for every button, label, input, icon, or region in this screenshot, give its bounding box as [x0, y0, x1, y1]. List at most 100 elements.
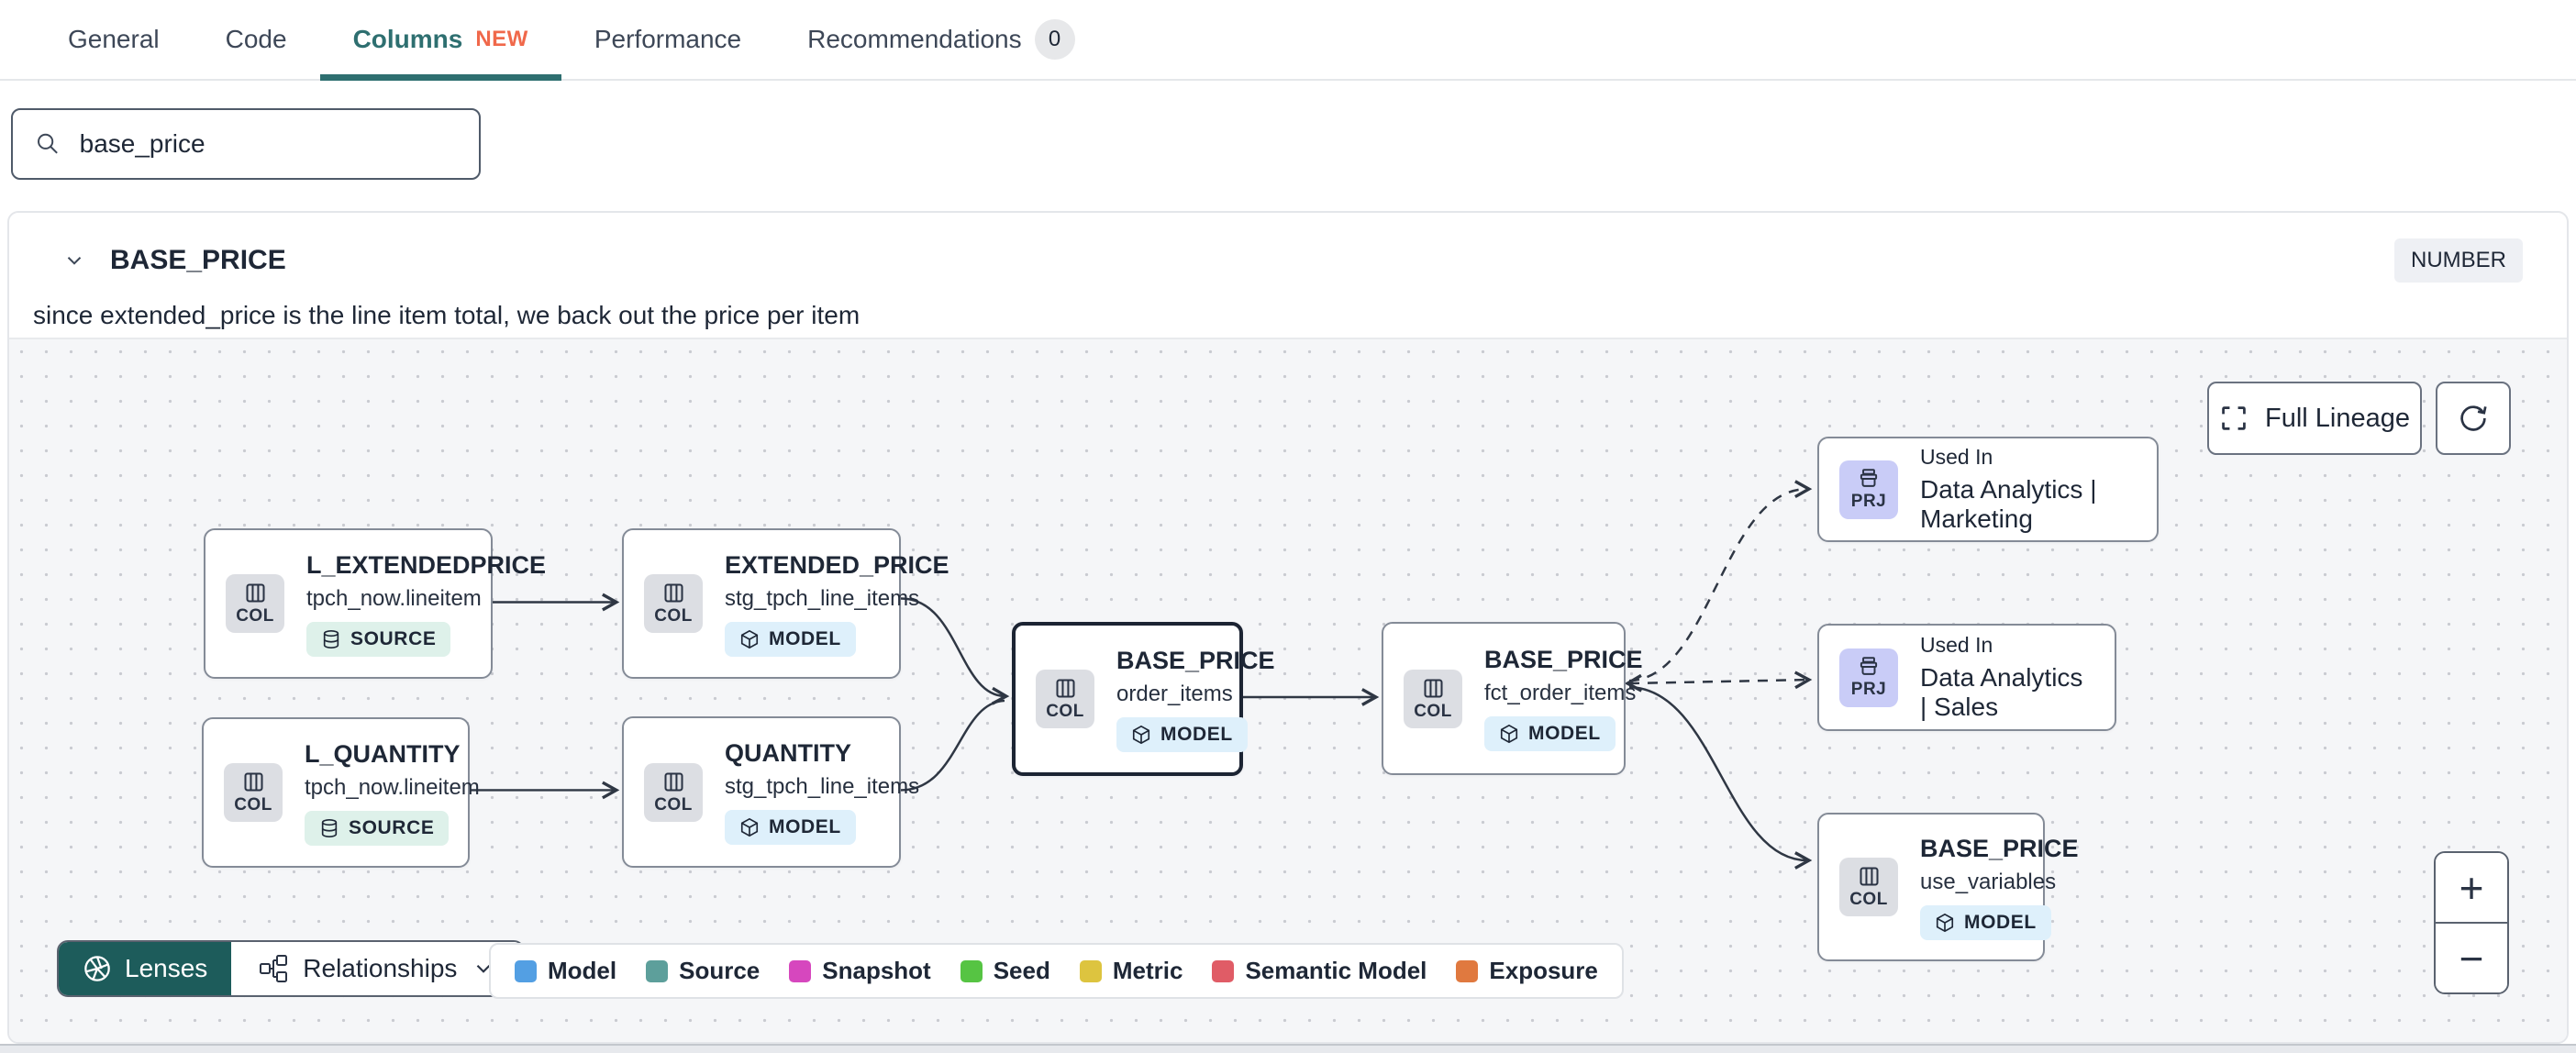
legend-swatch	[1212, 959, 1235, 982]
lenses-button[interactable]: Lenses	[59, 942, 232, 995]
legend-item-semantic-model: Semantic Model	[1212, 957, 1427, 985]
column-tile: COL	[644, 574, 703, 633]
lineage-toolbar: Lenses Relationships	[57, 940, 526, 997]
legend-item-seed: Seed	[960, 957, 1050, 985]
database-icon	[323, 629, 339, 648]
cube-icon	[1500, 724, 1518, 744]
resource-badge-source: SOURCE	[306, 621, 451, 657]
tab-general[interactable]: General	[68, 25, 160, 53]
edge	[1624, 671, 1813, 693]
tab-performance[interactable]: Performance	[594, 25, 742, 53]
node-base-price-fct-order-items[interactable]: COL BASE_PRICE fct_order_items MODEL	[1382, 622, 1643, 775]
column-tile: COL	[1839, 858, 1898, 916]
node-subtitle: tpch_now.lineitem	[305, 774, 480, 800]
node-used-in-sales[interactable]: PRJ Used In Data Analytics | Sales	[1817, 624, 2116, 731]
edge	[900, 699, 1005, 792]
node-title: EXTENDED_PRICE	[725, 550, 949, 579]
search-box[interactable]	[11, 108, 481, 180]
lineage-legend: Model Source Snapshot Seed Metric Semant…	[489, 943, 1624, 999]
legend-item-exposure: Exposure	[1456, 957, 1598, 985]
legend-swatch	[960, 959, 983, 982]
legend-item-metric: Metric	[1079, 957, 1183, 985]
columns-icon	[663, 583, 683, 603]
new-badge: NEW	[475, 27, 528, 51]
used-in-label: Used In	[1920, 445, 1993, 469]
chevron-down-icon[interactable]	[62, 249, 86, 272]
legend-swatch	[1456, 959, 1479, 982]
recommendations-count-badge: 0	[1034, 19, 1075, 60]
column-tile: COL	[644, 762, 703, 822]
node-title: BASE_PRICE	[1116, 646, 1275, 674]
cube-icon	[740, 629, 759, 648]
lineage-canvas[interactable]: Full Lineage COL L_EXTENDEDPRICE tpch_no…	[9, 338, 2567, 1042]
zoom-out-button[interactable]: −	[2436, 922, 2507, 992]
relationships-dropdown[interactable]: Relationships	[231, 942, 524, 995]
legend-item-snapshot: Snapshot	[789, 957, 931, 985]
column-panel: BASE_PRICE NUMBER since extended_price i…	[7, 211, 2569, 1044]
node-used-in-marketing[interactable]: PRJ Used In Data Analytics | Marketing	[1817, 437, 2159, 542]
cube-icon	[1132, 725, 1150, 744]
legend-swatch	[1079, 959, 1102, 982]
edge	[1628, 480, 1813, 682]
chevron-down-icon	[477, 964, 491, 973]
node-title: QUANTITY	[725, 739, 851, 767]
column-tile: COL	[1404, 669, 1462, 728]
columns-icon	[245, 583, 265, 603]
edge	[900, 597, 1010, 705]
resource-badge-model: MODEL	[725, 810, 856, 845]
node-base-price-use-variables[interactable]: COL BASE_PRICE use_variables MODEL	[1817, 813, 2079, 961]
node-subtitle: stg_tpch_line_items	[725, 585, 920, 611]
cube-icon	[740, 817, 759, 837]
node-title: BASE_PRICE	[1920, 834, 2079, 862]
cube-icon	[1936, 913, 1954, 932]
columns-icon	[1859, 867, 1879, 886]
columns-icon	[243, 772, 263, 792]
column-header: BASE_PRICE NUMBER	[9, 213, 2567, 283]
node-title: Data Analytics | Sales	[1920, 663, 2083, 721]
database-icon	[321, 818, 338, 837]
tab-recommendations[interactable]: Recommendations 0	[774, 0, 1107, 79]
column-description: since extended_price is the line item to…	[33, 301, 861, 329]
project-icon	[1860, 657, 1878, 675]
tab-code[interactable]: Code	[225, 25, 287, 53]
column-tile: COL	[226, 574, 284, 633]
project-tile: PRJ	[1839, 460, 1898, 519]
node-l-extendedprice[interactable]: COL L_EXTENDEDPRICE tpch_now.lineitem SO…	[204, 528, 546, 679]
full-lineage-button[interactable]: Full Lineage	[2207, 382, 2422, 455]
node-title: BASE_PRICE	[1484, 646, 1643, 673]
edge	[1628, 685, 1813, 870]
legend-swatch	[789, 959, 812, 982]
column-tile: COL	[1036, 670, 1094, 728]
legend-item-model: Model	[515, 957, 616, 985]
refresh-icon	[2460, 405, 2487, 431]
search-row	[0, 81, 2576, 180]
legend-swatch	[515, 959, 537, 982]
aperture-icon	[84, 956, 110, 981]
zoom-controls: + −	[2434, 851, 2509, 994]
resource-badge-model: MODEL	[1920, 904, 2051, 940]
expand-icon	[2222, 406, 2246, 430]
legend-item-source: Source	[646, 957, 760, 985]
used-in-label: Used In	[1920, 633, 1993, 657]
node-title: L_EXTENDEDPRICE	[306, 550, 547, 579]
columns-icon	[1055, 679, 1075, 698]
node-subtitle: tpch_now.lineitem	[306, 585, 482, 611]
tab-columns[interactable]: Columns NEW	[319, 0, 562, 81]
node-quantity[interactable]: COL QUANTITY stg_tpch_line_items MODEL	[622, 716, 919, 868]
node-subtitle: order_items	[1116, 681, 1233, 706]
columns-icon	[1423, 678, 1443, 698]
columns-icon	[663, 771, 683, 792]
node-l-quantity[interactable]: COL L_QUANTITY tpch_now.lineitem SOURCE	[202, 717, 480, 868]
resource-badge-model: MODEL	[1484, 716, 1616, 751]
search-input[interactable]	[79, 129, 457, 159]
lineage-edges	[470, 480, 1813, 870]
legend-swatch	[646, 959, 669, 982]
node-title: Data Analytics | Marketing	[1920, 475, 2097, 533]
zoom-in-button[interactable]: +	[2436, 853, 2507, 922]
project-icon	[1860, 469, 1878, 487]
column-name: BASE_PRICE	[110, 245, 286, 275]
refresh-button[interactable]	[2436, 382, 2511, 455]
node-base-price-order-items[interactable]: COL BASE_PRICE order_items MODEL	[1012, 622, 1275, 776]
node-subtitle: fct_order_items	[1484, 681, 1637, 705]
node-extended-price[interactable]: COL EXTENDED_PRICE stg_tpch_line_items M…	[622, 528, 949, 679]
